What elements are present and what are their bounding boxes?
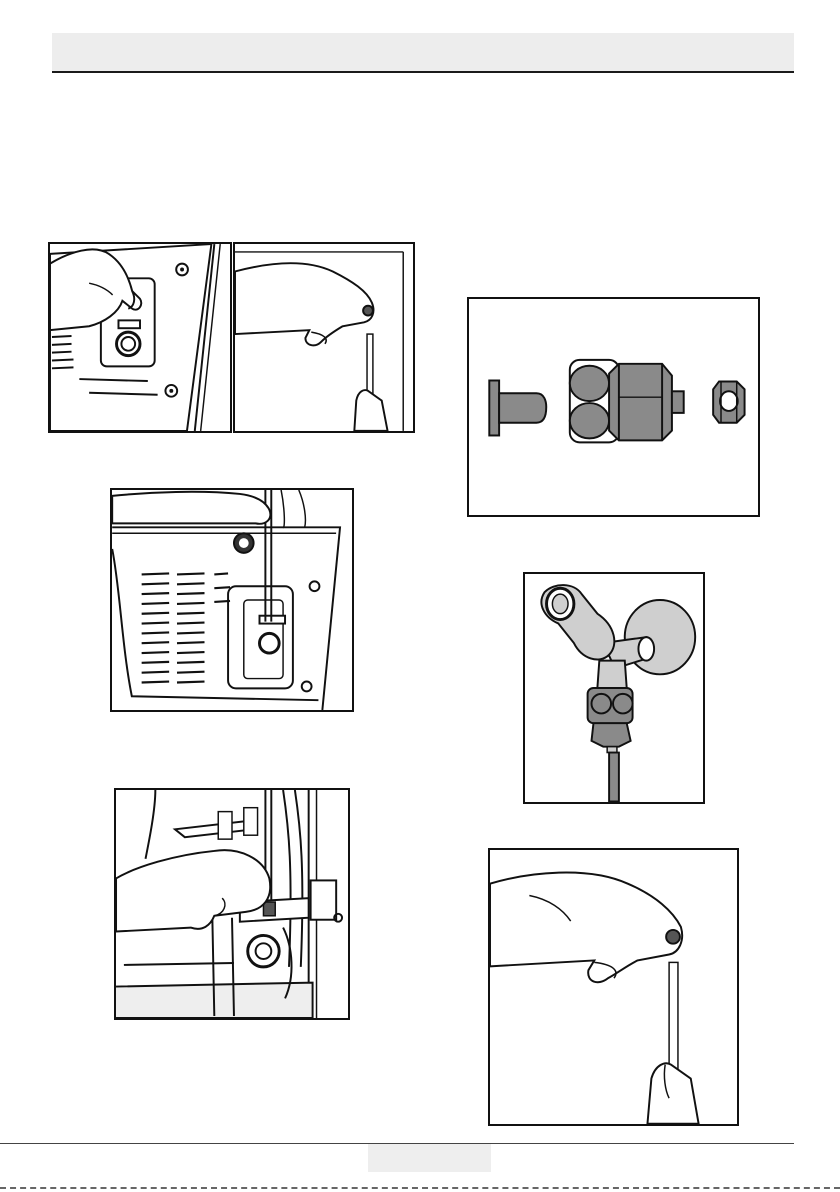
nut-part <box>713 381 744 422</box>
dotted-edge <box>0 1187 840 1189</box>
valve-body-part <box>570 360 684 442</box>
figure-insert-tube-large <box>488 848 739 1126</box>
figure-tube-clip-closeup <box>114 788 350 1020</box>
figure-fitting-parts <box>467 297 760 517</box>
figure-tube-routing-panel <box>110 488 354 712</box>
insert-tube-small-illustration <box>235 244 413 431</box>
figure-tap-valve <box>523 572 705 804</box>
tap-valve-illustration <box>525 574 703 802</box>
remove-clip-illustration <box>50 244 230 431</box>
figure-remove-clip <box>48 242 232 433</box>
figure-insert-tube-small <box>233 242 415 433</box>
fitting-parts-illustration <box>469 299 758 515</box>
header-bar <box>52 33 794 73</box>
tube-routing-panel-illustration <box>112 490 352 710</box>
tube-clip-closeup-illustration <box>116 790 348 1018</box>
insert-tube-large-illustration <box>490 850 737 1124</box>
page-number-tab <box>368 1144 491 1172</box>
